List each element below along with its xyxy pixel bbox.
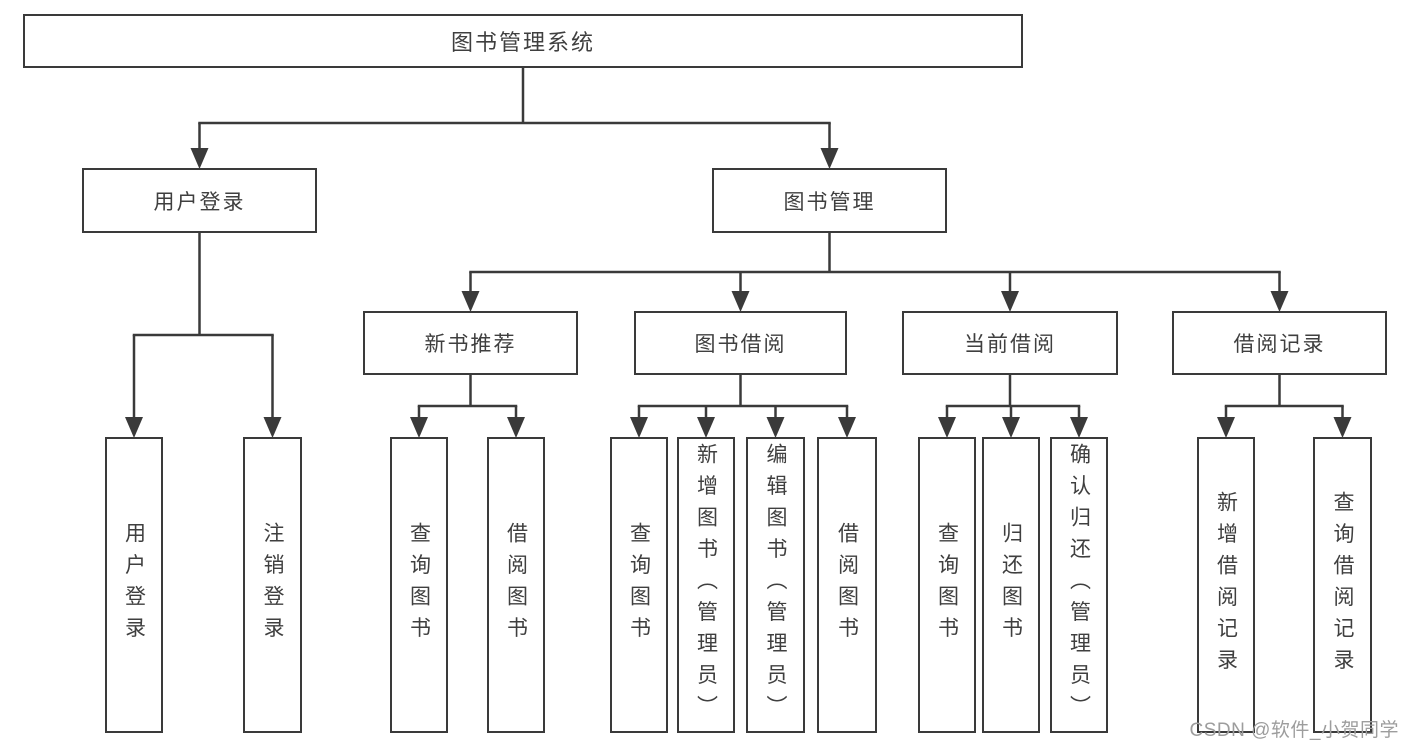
watermark-text: CSDN @软件_小贺同学 xyxy=(1189,720,1399,741)
arrowhead-icon xyxy=(1270,291,1289,312)
node-bb-add-book: 新增图书（管理员） xyxy=(677,437,735,733)
node-br-add-record: 新增借阅记录 xyxy=(1197,437,1255,733)
arrowhead-icon xyxy=(1333,417,1352,438)
node-bb-borrow-book: 借阅图书 xyxy=(817,437,877,733)
node-bb-query-book: 查询图书 xyxy=(610,437,668,733)
node-label-cb-return-book: 归还图书 xyxy=(999,522,1023,648)
node-logout: 注销登录 xyxy=(243,437,302,733)
node-cb-confirm-return: 确认归还（管理员） xyxy=(1050,437,1108,733)
arrowhead-icon xyxy=(1001,291,1019,312)
node-cb-return-book: 归还图书 xyxy=(982,437,1040,733)
node-label-user-login: 用户登录 xyxy=(122,522,146,648)
node-label-root: 图书管理系统 xyxy=(450,30,595,55)
node-label-br-add-record: 新增借阅记录 xyxy=(1214,490,1238,680)
arrowhead-icon xyxy=(697,417,715,438)
node-user-login-group: 用户登录 xyxy=(82,168,317,233)
arrowhead-icon xyxy=(190,148,209,169)
arrowhead-icon xyxy=(731,291,750,312)
arrowhead-icon xyxy=(461,291,480,312)
node-label-borrow-records: 借阅记录 xyxy=(1233,333,1326,356)
node-label-cb-query-book: 查询图书 xyxy=(935,522,959,648)
arrowhead-icon xyxy=(263,417,282,438)
node-label-logout: 注销登录 xyxy=(261,522,284,648)
node-user-login: 用户登录 xyxy=(105,437,163,733)
node-bb-edit-book: 编辑图书（管理员） xyxy=(746,437,805,733)
node-nb-borrow-book: 借阅图书 xyxy=(487,437,545,733)
node-label-bb-query-book: 查询图书 xyxy=(627,522,651,648)
node-label-bb-edit-book: 编辑图书（管理员） xyxy=(764,443,787,727)
arrowhead-icon xyxy=(820,148,839,169)
node-label-bb-borrow-book: 借阅图书 xyxy=(835,522,859,648)
node-label-bb-add-book: 新增图书（管理员） xyxy=(694,443,718,727)
arrowhead-icon xyxy=(838,417,856,438)
node-label-user-login-group: 用户登录 xyxy=(153,190,246,214)
node-label-br-query-record: 查询借阅记录 xyxy=(1331,490,1354,680)
arrowhead-icon xyxy=(1070,417,1088,438)
node-cb-query-book: 查询图书 xyxy=(918,437,976,733)
arrowhead-icon xyxy=(630,417,648,438)
arrowhead-icon xyxy=(1217,417,1235,438)
node-br-query-record: 查询借阅记录 xyxy=(1313,437,1372,733)
arrowhead-icon xyxy=(410,417,428,438)
node-label-new-book-rec: 新书推荐 xyxy=(424,333,517,356)
node-root: 图书管理系统 xyxy=(23,14,1023,68)
node-label-nb-borrow-book: 借阅图书 xyxy=(504,522,528,648)
node-borrow-records: 借阅记录 xyxy=(1172,311,1387,375)
node-label-cb-confirm-return: 确认归还（管理员） xyxy=(1067,443,1091,727)
arrowhead-icon xyxy=(125,417,143,438)
node-book-mgmt: 图书管理 xyxy=(712,168,947,233)
node-book-borrow: 图书借阅 xyxy=(634,311,847,375)
node-label-current-borrow: 当前借阅 xyxy=(964,333,1056,356)
arrowhead-icon xyxy=(766,417,785,438)
node-label-nb-query-book: 查询图书 xyxy=(407,522,431,648)
arrowhead-icon xyxy=(507,417,525,438)
arrowhead-icon xyxy=(938,417,956,438)
arrowhead-icon xyxy=(1002,417,1020,438)
node-label-book-borrow: 图书借阅 xyxy=(694,333,787,356)
node-new-book-rec: 新书推荐 xyxy=(363,311,578,375)
node-label-book-mgmt: 图书管理 xyxy=(783,190,876,214)
node-current-borrow: 当前借阅 xyxy=(902,311,1118,375)
node-nb-query-book: 查询图书 xyxy=(390,437,448,733)
